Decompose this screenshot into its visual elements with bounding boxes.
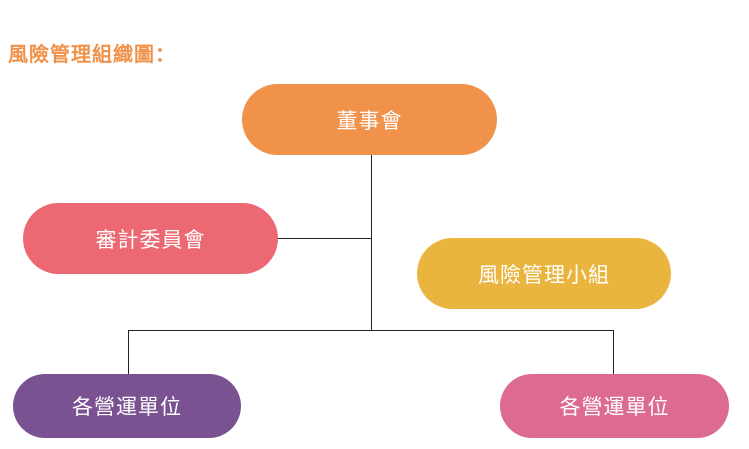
connector-unit-right-drop	[613, 330, 614, 374]
node-audit-committee: 審計委員會	[23, 203, 278, 274]
connector-units-horizontal	[128, 330, 614, 331]
node-operating-units-left: 各營運單位	[13, 374, 241, 438]
connector-board-trunk	[371, 155, 372, 331]
node-board: 董事會	[242, 84, 497, 155]
node-operating-units-right-label: 各營運單位	[559, 395, 670, 419]
node-operating-units-left-label: 各營運單位	[72, 395, 182, 419]
node-risk-management-team-label: 風險管理小組	[478, 262, 610, 287]
connector-audit-branch	[278, 238, 372, 239]
node-audit-committee-label: 審計委員會	[95, 227, 206, 252]
node-risk-management-team: 風險管理小組	[417, 238, 671, 309]
node-board-label: 董事會	[336, 108, 403, 133]
chart-title: 風險管理組織圖：	[8, 42, 176, 66]
connector-unit-left-drop	[128, 330, 129, 374]
node-operating-units-right: 各營運單位	[500, 374, 729, 438]
